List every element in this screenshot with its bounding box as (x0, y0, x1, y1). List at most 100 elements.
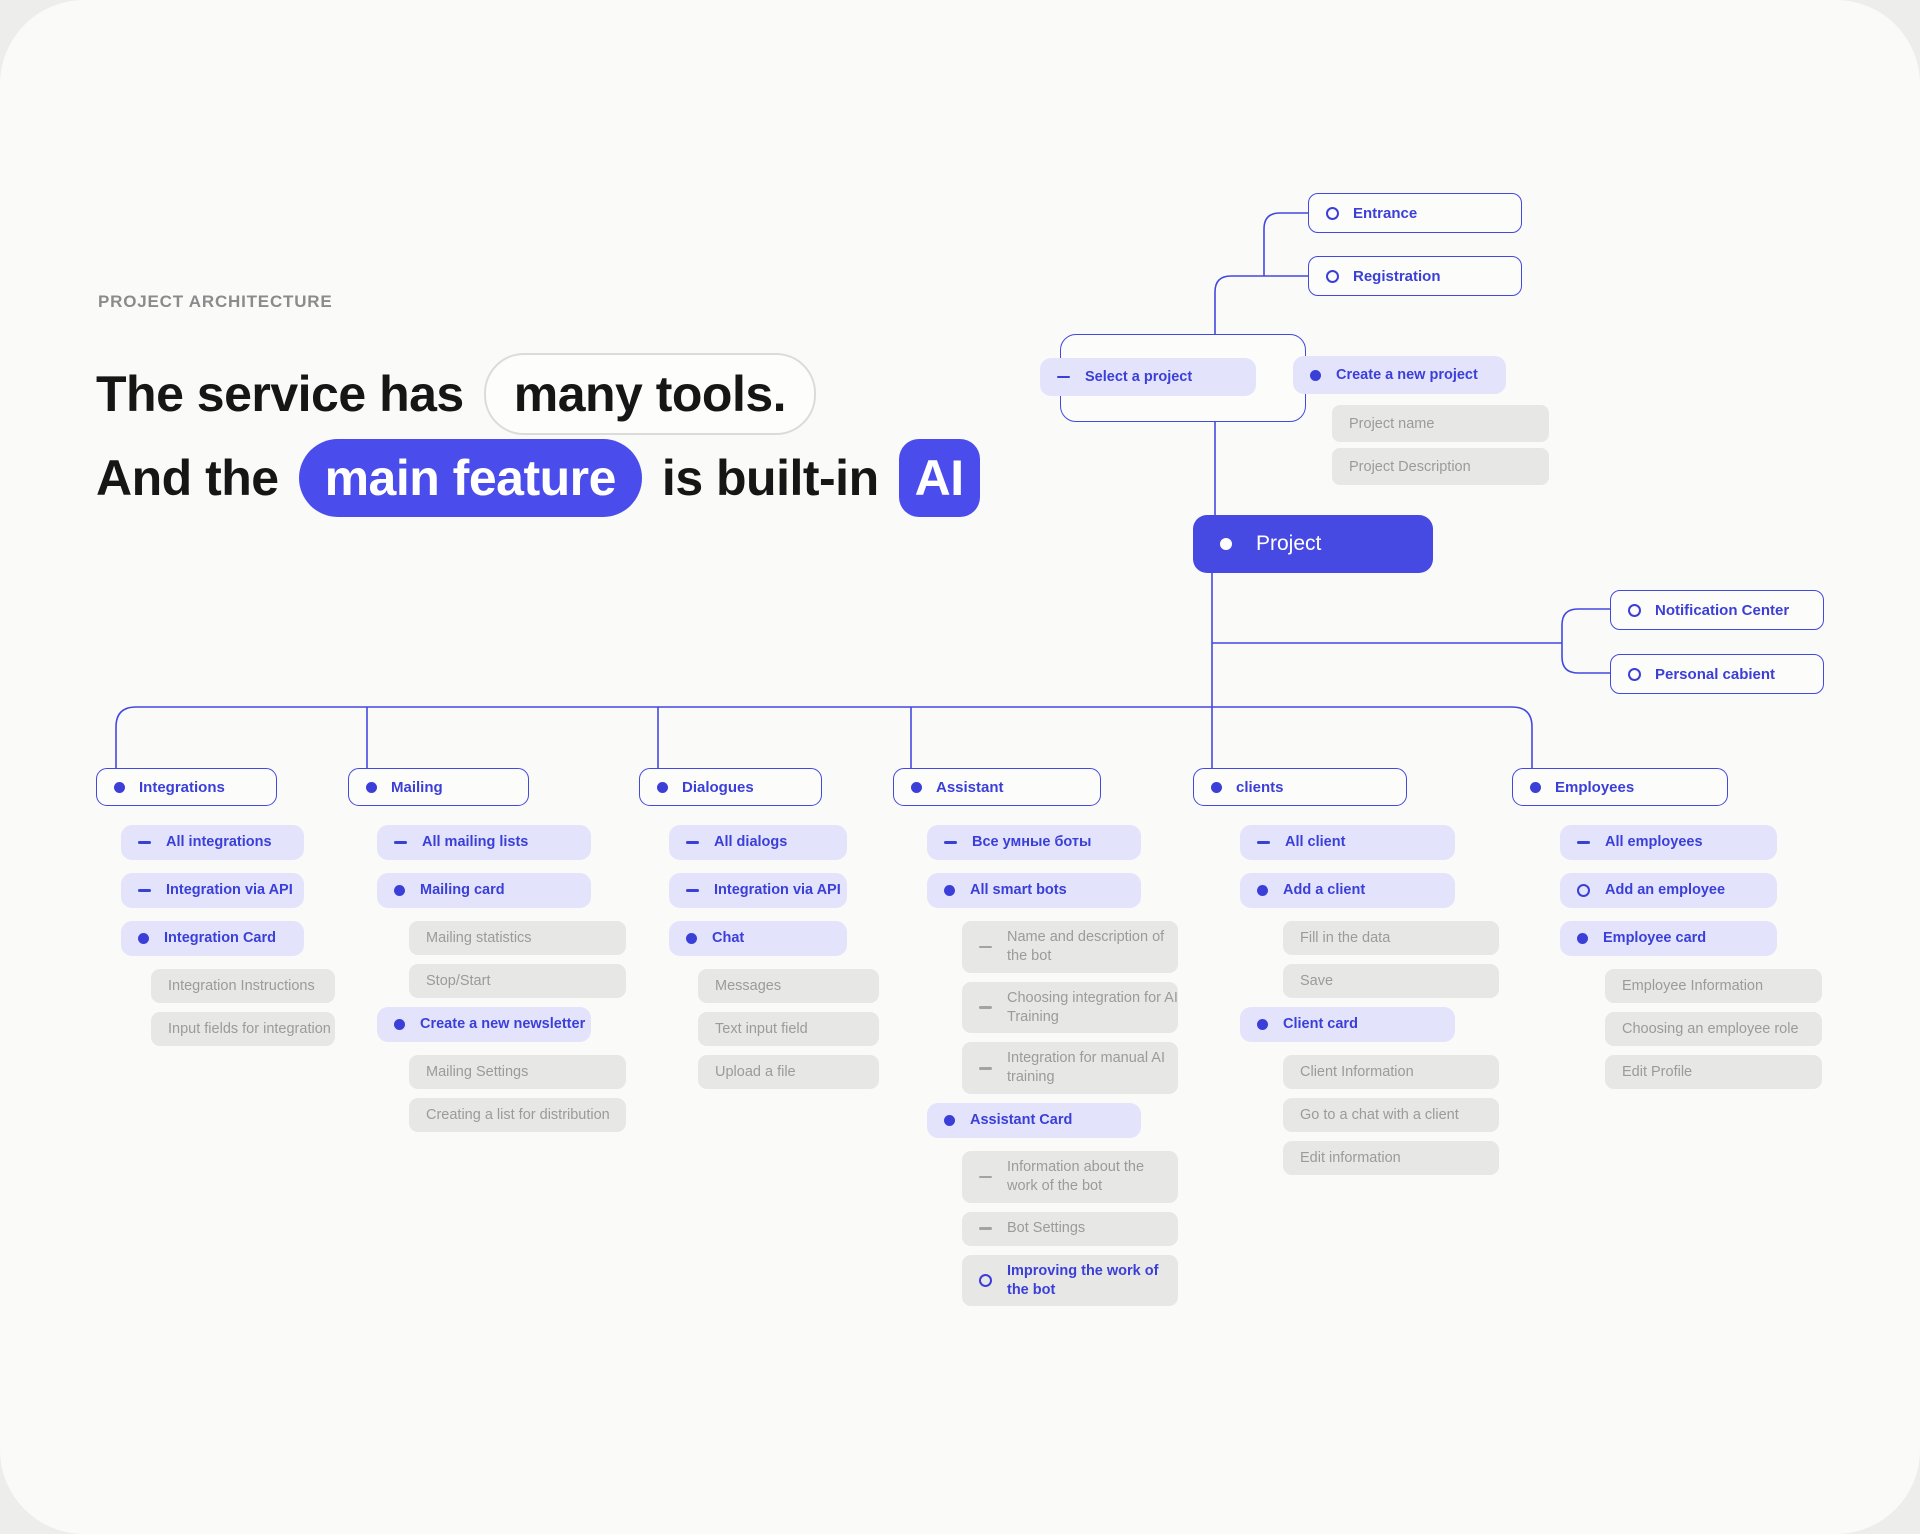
tree-item: Creating a list for distribution (409, 1098, 626, 1132)
main-feature-pill: main feature (298, 439, 642, 517)
tree-item-label: Choosing integration for AI Training (1007, 989, 1178, 1025)
dash-icon (979, 1066, 992, 1070)
tree-item-label: Employee card (1603, 930, 1707, 947)
tree-item-label: Integration for manual AI training (1007, 1050, 1165, 1086)
tree-item: Save (1283, 964, 1499, 998)
tree-item-label: Integration via API (714, 882, 841, 899)
tree-item: Assistant Card (927, 1103, 1141, 1139)
tree-item: Integration via API (669, 873, 847, 908)
dot-icon (1530, 781, 1541, 793)
ring-icon (1628, 667, 1641, 681)
dot-icon (1257, 1019, 1268, 1030)
tree-item-label: Fill in the data (1300, 929, 1391, 946)
ring-icon (1628, 603, 1641, 617)
dot-icon (1577, 933, 1588, 944)
tree-item: Input fields for integration (151, 1012, 335, 1046)
tree-item-label: Assistant Card (970, 1112, 1073, 1129)
dot-icon (394, 1019, 405, 1030)
project-name-field: Project name (1332, 405, 1549, 442)
tree-item-label: Client Information (1300, 1063, 1414, 1080)
tree-item: Text input field (698, 1012, 879, 1046)
tree-item-label: Stop/Start (426, 972, 491, 989)
column-header-label: clients (1236, 778, 1284, 796)
tree-item-label: Integration Instructions (168, 977, 315, 994)
tree-item-label: Create a new newsletter (420, 1016, 586, 1033)
node-notification-center: Notification Center (1610, 590, 1824, 630)
dot-icon (944, 885, 955, 896)
tree-item-label: Mailing statistics (426, 929, 532, 946)
dash-icon (686, 889, 699, 892)
tree-item: All smart bots (927, 873, 1141, 908)
column-header-label: Dialogues (682, 778, 754, 796)
tree-item-label: All client (1285, 834, 1346, 851)
tree-item-label: Client card (1283, 1016, 1358, 1033)
page-title: PROJECT ARCHITECTURE (98, 292, 333, 311)
tree-item-label: Chat (712, 930, 745, 947)
tree-item: Mailing Settings (409, 1055, 626, 1089)
tree-item-label: Edit Profile (1622, 1063, 1693, 1080)
tree-item: Integration Instructions (151, 969, 335, 1003)
dash-icon (394, 841, 407, 844)
tree-item-label: Bot Settings (1007, 1220, 1086, 1237)
node-registration: Registration (1308, 256, 1522, 296)
dash-icon (1257, 841, 1270, 844)
tree-item: Information about the work of the bot (962, 1151, 1178, 1203)
column-header-label: Employees (1555, 778, 1635, 796)
tree-item: Edit Profile (1605, 1055, 1822, 1089)
dot-icon (366, 781, 377, 793)
tree-item-label: Save (1300, 972, 1334, 989)
tree-item: All employees (1560, 825, 1777, 860)
tree-item: Choosing an employee role (1605, 1012, 1822, 1046)
dash-icon (138, 841, 151, 844)
tree-item: Go to a chat with a client (1283, 1098, 1499, 1132)
column-header: clients (1193, 768, 1407, 806)
headline: The service has many tools. And the main… (96, 353, 980, 522)
dot-icon (1211, 781, 1222, 793)
dash-icon (138, 889, 151, 892)
node-entrance: Entrance (1308, 193, 1522, 233)
tree-item-label: All employees (1605, 834, 1703, 851)
tree-item: Mailing statistics (409, 921, 626, 955)
tree-item-label: All mailing lists (422, 834, 529, 851)
dash-icon (944, 841, 957, 844)
dash-icon (1057, 375, 1070, 379)
tree-item: Add an employee (1560, 873, 1777, 908)
column-header-label: Integrations (139, 778, 225, 796)
tree-item: Bot Settings (962, 1211, 1178, 1246)
dot-icon (1220, 538, 1232, 550)
dash-icon (979, 1175, 992, 1179)
tree-item-label: Information about the work of the bot (1007, 1159, 1145, 1194)
dot-icon (911, 781, 922, 793)
ring-icon (979, 1274, 992, 1288)
tree-item-label: Mailing Settings (426, 1063, 529, 1080)
dot-icon (114, 781, 125, 793)
tree-item-label: Add a client (1283, 882, 1366, 899)
tree-item-label: Mailing card (420, 882, 505, 899)
ring-icon (1326, 206, 1339, 220)
project-description-field: Project Description (1332, 448, 1549, 485)
dash-icon (1577, 841, 1590, 844)
dot-icon (1310, 369, 1321, 381)
headline-line-1: The service has many tools. (96, 353, 980, 435)
tree-item: Upload a file (698, 1055, 879, 1089)
tree-item-label: Messages (715, 977, 782, 994)
headline-text: The service has (96, 366, 464, 422)
dot-icon (394, 885, 405, 896)
column-header: Assistant (893, 768, 1101, 806)
tree-item-label: Creating a list for distribution (426, 1106, 610, 1123)
tree-item: Fill in the data (1283, 921, 1499, 955)
column-header: Mailing (348, 768, 529, 806)
tree-item: All integrations (121, 825, 304, 860)
node-personal-cabinet: Personal cabient (1610, 654, 1824, 694)
tree-item: Employee Information (1605, 969, 1822, 1003)
tree-item-label: Choosing an employee role (1622, 1020, 1799, 1037)
ring-icon (1326, 269, 1339, 283)
tree-item: Chat (669, 921, 847, 956)
tree-item: All client (1240, 825, 1455, 860)
dot-icon (138, 933, 149, 944)
headline-line-2: And the main feature is built-in AI (96, 438, 980, 518)
